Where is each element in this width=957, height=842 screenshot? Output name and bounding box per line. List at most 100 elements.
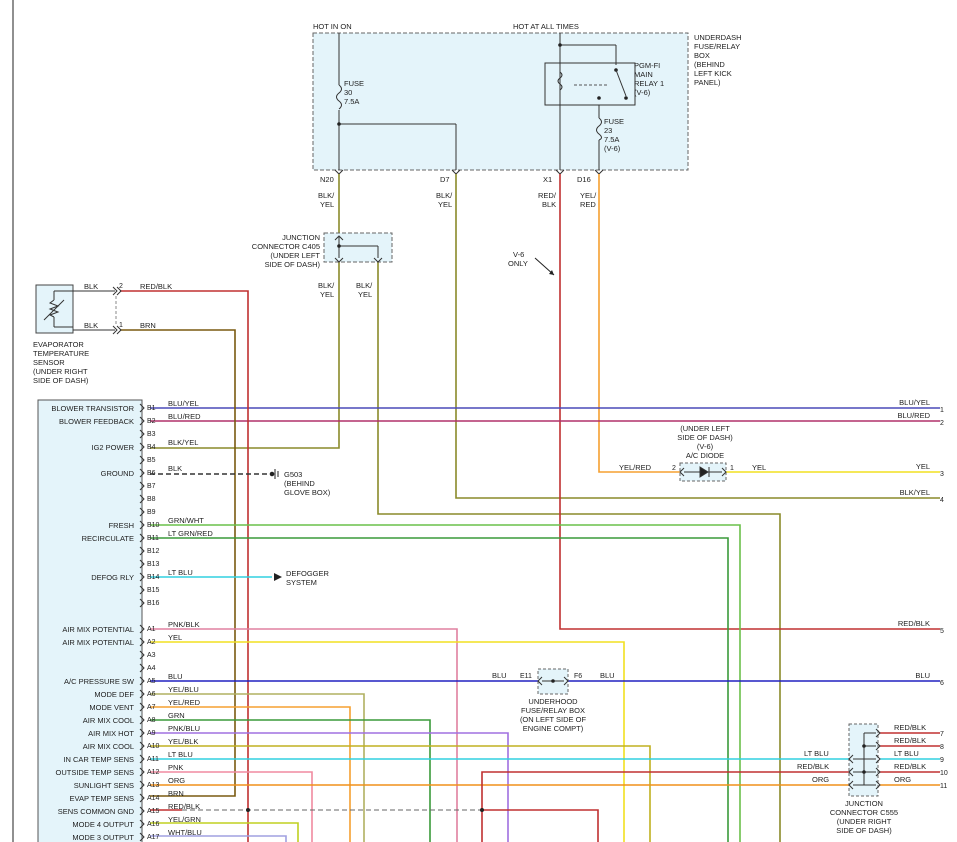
svg-text:YEL: YEL: [438, 200, 452, 209]
arrow-right-icon: [274, 573, 282, 581]
svg-text:(ON LEFT SIDE OF: (ON LEFT SIDE OF: [520, 715, 587, 724]
module-pin-id: A5: [147, 678, 156, 685]
module-pin-id: A7: [147, 704, 156, 711]
right-edge-wire-label: YEL: [916, 462, 930, 471]
svg-text:FUSE: FUSE: [344, 79, 364, 88]
wire-a17-wht-blu: [150, 835, 287, 842]
svg-text:TEMPERATURE: TEMPERATURE: [33, 349, 89, 358]
diode-in-wire: YEL/RED: [619, 463, 652, 472]
terminal-chevrons: [334, 169, 604, 175]
right-edge-number: 6: [940, 680, 944, 687]
svg-text:7.5A: 7.5A: [604, 135, 619, 144]
module-pin-id: A12: [147, 769, 160, 776]
svg-text:BLK/: BLK/: [318, 281, 335, 290]
diode-pin1: 1: [730, 465, 734, 472]
c555-right-number: 9: [940, 757, 944, 764]
pin-chevron: [139, 715, 145, 725]
pin-chevron: [139, 624, 145, 634]
hot-in-on-label: HOT IN ON: [313, 22, 352, 31]
module-pin-wire-color: PNK/BLU: [168, 724, 200, 733]
module-pin-wire-color: YEL/BLU: [168, 685, 199, 694]
module-pin-wire-color: BRN: [168, 789, 184, 798]
module-pin-id: A17: [147, 834, 160, 841]
module-pin-id: B2: [147, 418, 156, 425]
module-pin-wire-color: LT GRN/RED: [168, 529, 213, 538]
c555-right-wire-label: ORG: [894, 775, 911, 784]
c555-right-number: 7: [940, 731, 944, 738]
module-pin-wire-color: RED/BLK: [168, 802, 200, 811]
module-pin-id: A3: [147, 652, 156, 659]
pin-chevron: [139, 663, 145, 673]
climate-control-unit: [37, 399, 143, 842]
module-pin-row: B7: [139, 481, 156, 491]
module-pin-id: B13: [147, 561, 160, 568]
module-pin-row: B9: [139, 507, 156, 517]
svg-text:(UNDER RIGHT: (UNDER RIGHT: [837, 817, 892, 826]
right-edge-number: 4: [940, 497, 944, 504]
c555-right-wire-label: LT BLU: [894, 749, 919, 758]
wire-a12-pnk: [150, 771, 313, 842]
module-pin-function: AIR MIX COOL: [83, 742, 134, 751]
wire-evap-red-blk: [120, 290, 249, 842]
svg-text:JUNCTION: JUNCTION: [282, 233, 320, 242]
module-pin-id: B5: [147, 457, 156, 464]
svg-text:CONNECTOR C555: CONNECTOR C555: [830, 808, 898, 817]
module-pin-id: A14: [147, 795, 160, 802]
pin-chevron: [139, 520, 145, 530]
svg-text:FUSE/RELAY: FUSE/RELAY: [694, 42, 740, 51]
svg-text:ONLY: ONLY: [508, 259, 528, 268]
fuse-30-label: FUSE 30 7.5A: [344, 79, 364, 106]
wire-red-blk-branch: [482, 809, 599, 842]
svg-text:YEL: YEL: [320, 290, 334, 299]
wire-a2-yel: [150, 641, 625, 842]
module-pin-wire-color: YEL/RED: [168, 698, 201, 707]
wire-b10-grn-wht: [150, 524, 741, 842]
diode-icon: [679, 466, 727, 478]
svg-text:RED/: RED/: [538, 191, 557, 200]
svg-text:D7: D7: [440, 175, 450, 184]
module-pin-function: AIR MIX POTENTIAL: [62, 638, 134, 647]
module-pin-id: B11: [147, 535, 159, 542]
svg-text:(V-6): (V-6): [634, 88, 651, 97]
pin-chevron: [139, 780, 145, 790]
svg-text:D16: D16: [577, 175, 591, 184]
wire-a8-grn: [150, 719, 431, 842]
pin-chevron: [139, 546, 145, 556]
module-pin-function: GROUND: [101, 469, 135, 478]
svg-text:(UNDER RIGHT: (UNDER RIGHT: [33, 367, 88, 376]
evap-wire1-right: RED/BLK: [140, 282, 172, 291]
svg-text:RED/BLK: RED/BLK: [797, 762, 829, 771]
relay-coil-icon: [557, 68, 628, 100]
module-pin-row: B15: [139, 585, 160, 595]
c405-label: JUNCTION CONNECTOR C405 (UNDER LEFT SIDE…: [252, 233, 321, 269]
module-pin-function: DEFOG RLY: [91, 573, 134, 582]
svg-text:RED: RED: [580, 200, 596, 209]
svg-text:JUNCTION: JUNCTION: [845, 799, 883, 808]
svg-text:(V-6): (V-6): [697, 442, 714, 451]
fuse-23-icon: [596, 117, 602, 141]
module-pin-function: SUNLIGHT SENS: [74, 781, 134, 790]
pin-chevron: [139, 481, 145, 491]
svg-text:DEFOGGER: DEFOGGER: [286, 569, 330, 578]
svg-text:RELAY 1: RELAY 1: [634, 79, 664, 88]
module-pin-id: A2: [147, 639, 156, 646]
c405-out2-label: BLK/ YEL: [356, 281, 373, 299]
right-edge-wire-label: BLU: [915, 671, 930, 680]
evap-connector-chevrons: [112, 286, 122, 335]
underdash-internal-wiring: [338, 33, 636, 170]
pin-chevron: [139, 468, 145, 478]
svg-text:SIDE OF DASH): SIDE OF DASH): [677, 433, 733, 442]
underhood-box-label: UNDERHOOD FUSE/RELAY BOX (ON LEFT SIDE O…: [520, 697, 587, 733]
defogger-label: DEFOGGER SYSTEM: [286, 569, 330, 587]
pin-chevron: [139, 754, 145, 764]
svg-text:N20: N20: [320, 175, 334, 184]
module-pin-id: A4: [147, 665, 156, 672]
